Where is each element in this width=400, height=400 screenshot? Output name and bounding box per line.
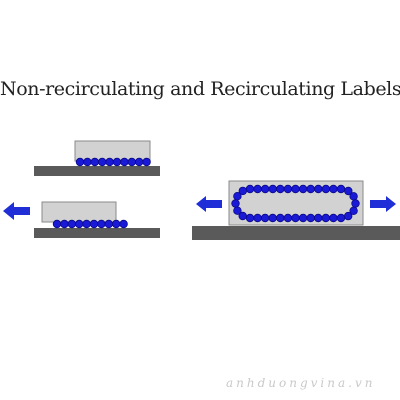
ball [336,213,346,223]
ball [298,184,308,194]
ball [314,213,323,223]
ball-row [75,157,151,167]
ball [238,186,247,196]
ball [142,157,151,167]
ball [306,213,315,223]
ball [120,157,129,167]
ball [283,184,293,194]
ball [52,219,62,229]
non-recirculating-bottom [3,201,160,238]
rail [34,166,160,176]
ball [245,184,255,194]
ball [75,157,85,167]
ball [134,157,144,167]
ball [238,211,247,221]
ball [111,219,121,229]
ball [253,184,262,194]
ball [261,184,270,194]
ball [268,184,277,194]
ball [349,206,358,215]
ball [97,157,107,167]
left-arrow-icon [196,196,222,212]
ball [231,199,240,208]
ball [105,157,114,167]
ball [349,192,358,201]
ball [314,184,323,194]
ball [97,219,106,229]
ball [321,184,331,194]
ball [283,213,293,223]
left-arrow-icon [3,202,30,220]
carriage [41,201,117,223]
ball [74,219,84,229]
ball [67,219,76,229]
non-recirculating-top [34,140,160,176]
ball [233,206,242,215]
ball [253,213,262,223]
ball [291,213,300,223]
ball [276,213,285,223]
ball [276,184,285,194]
ball [104,219,113,229]
ball [329,213,338,223]
right-arrow-icon [370,196,396,212]
ball [336,184,346,194]
ball [351,199,360,208]
ball [83,157,92,167]
watermark: anhduongvina.vn [226,376,376,390]
ball [298,213,308,223]
ball [82,219,91,229]
ball [329,184,338,194]
ball [90,157,99,167]
ball [344,186,353,196]
ball [119,219,128,229]
recirculating [192,180,400,240]
rail [34,228,160,238]
rail [192,226,400,240]
ball [60,219,69,229]
ball [233,191,242,201]
ball [245,213,255,223]
ball [344,211,353,221]
ball [127,157,136,167]
page-title: Non-recirculating and Recirculating Labe… [0,78,400,100]
ball-row [52,219,128,229]
ball [112,157,122,167]
ball [306,184,315,194]
ball [321,213,330,223]
ball [89,219,99,229]
ball-loop [231,184,360,223]
ball [268,213,277,223]
ball [291,184,300,194]
ball [260,213,270,223]
